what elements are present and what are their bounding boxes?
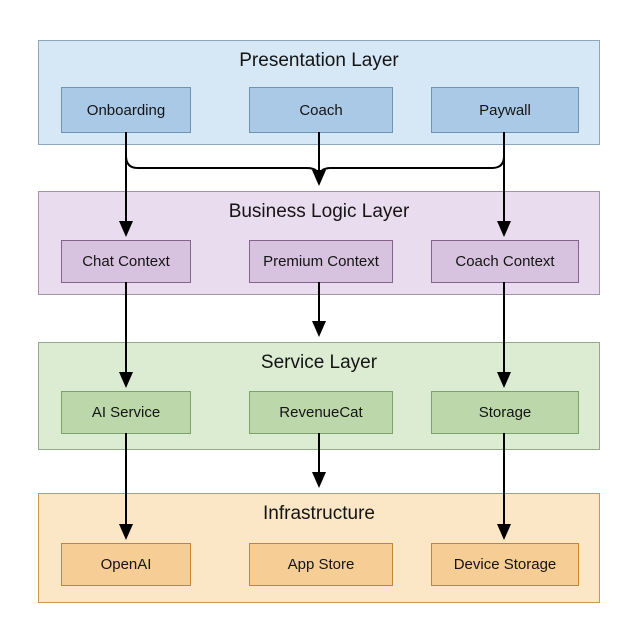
layer-title-business-logic: Business Logic Layer [228,201,410,222]
layer-business-logic: Business Logic Layer Chat Context Premiu… [38,191,600,295]
box-ai-service: AI Service [61,391,191,434]
layer-infrastructure: Infrastructure OpenAI App Store Device S… [38,493,600,603]
box-revenuecat-label: RevenueCat [279,404,363,421]
box-device-storage-label: Device Storage [453,556,557,573]
box-paywall: Paywall [431,87,579,133]
connector-bus-right [318,155,505,179]
box-openai-label: OpenAI [100,556,152,573]
box-coach-context-label: Coach Context [455,253,555,270]
layer-title-infrastructure: Infrastructure [263,503,375,524]
box-ai-service-label: AI Service [91,404,161,421]
box-coach-label: Coach [299,101,343,119]
box-storage-label: Storage [478,404,532,421]
box-storage: Storage [431,391,579,434]
box-premium-context-label: Premium Context [263,253,379,270]
layer-title-presentation: Presentation Layer [239,50,399,71]
layer-title-service: Service Layer [260,352,378,373]
box-device-storage: Device Storage [431,543,579,586]
box-onboarding-label: Onboarding [86,101,166,119]
box-app-store: App Store [249,543,393,586]
box-paywall-label: Paywall [479,101,531,119]
box-coach-context: Coach Context [431,240,579,283]
layer-presentation: Presentation Layer Onboarding Coach Payw… [38,40,600,145]
box-premium-context: Premium Context [249,240,393,283]
box-chat-context: Chat Context [61,240,191,283]
box-coach: Coach [249,87,393,133]
box-openai: OpenAI [61,543,191,586]
layer-service: Service Layer AI Service RevenueCat Stor… [38,342,600,450]
box-app-store-label: App Store [287,556,355,573]
connector-bus-left [125,155,320,179]
box-onboarding: Onboarding [61,87,191,133]
box-revenuecat: RevenueCat [249,391,393,434]
box-chat-context-label: Chat Context [82,253,170,270]
